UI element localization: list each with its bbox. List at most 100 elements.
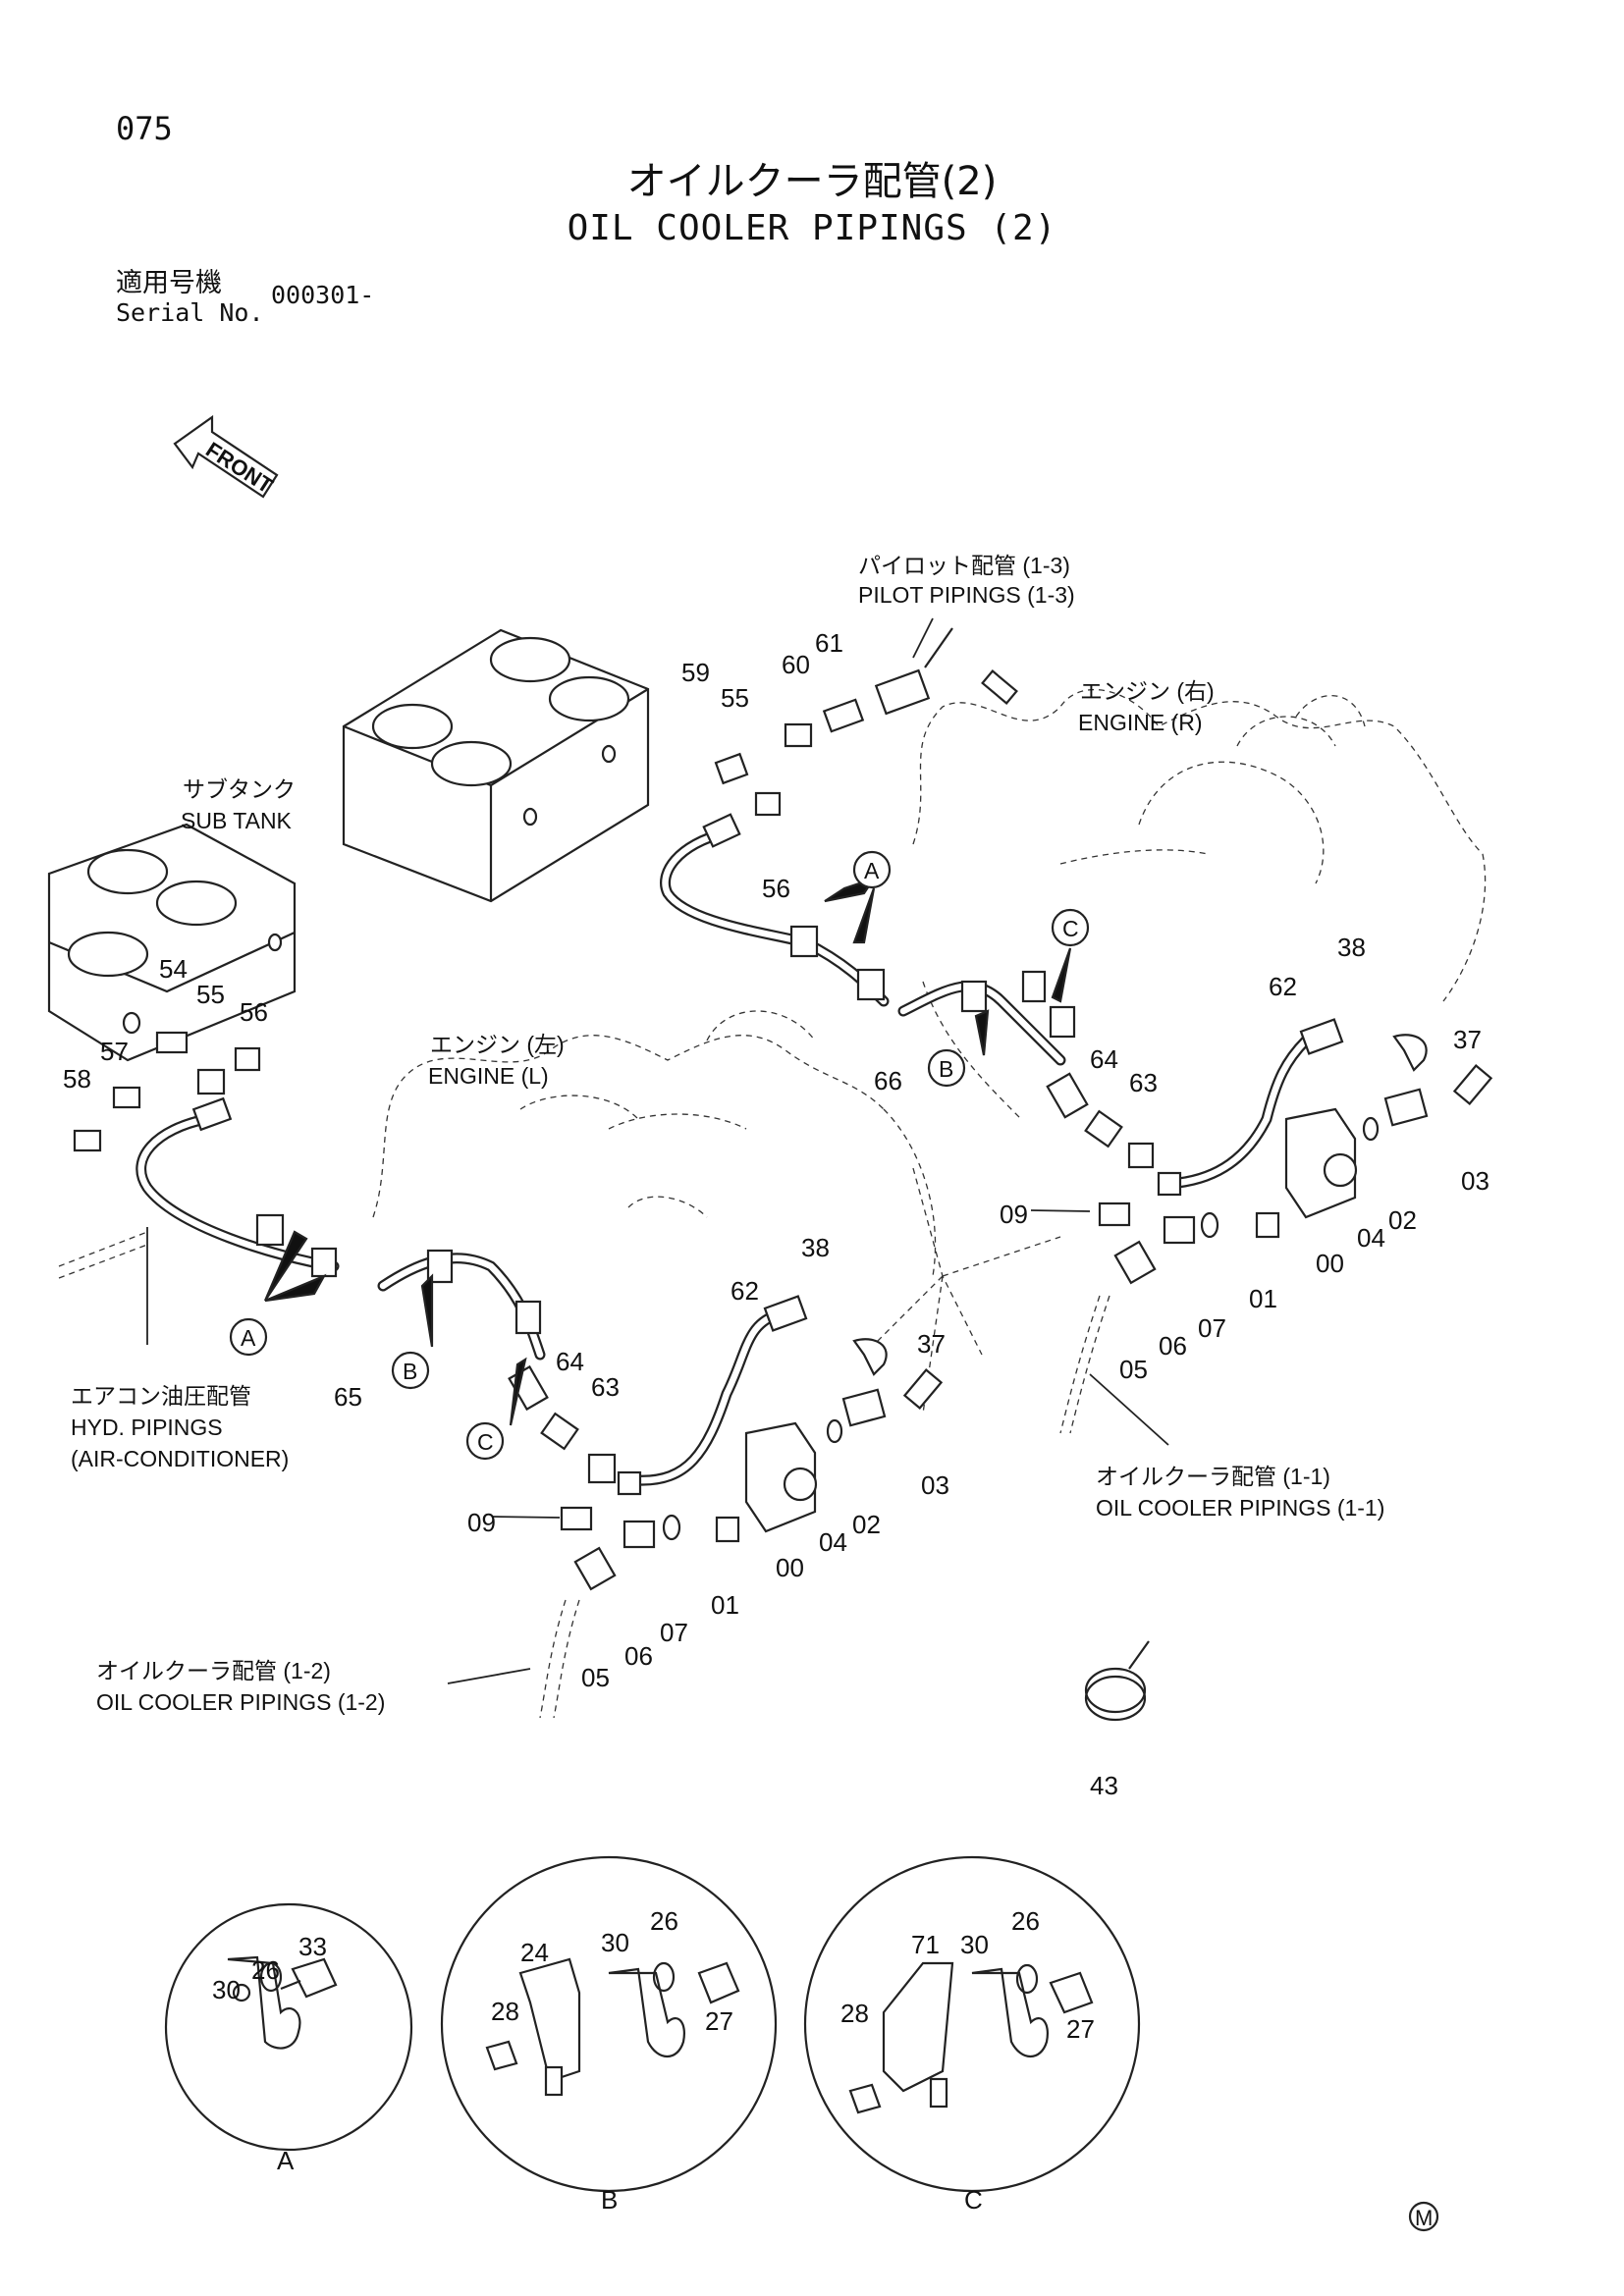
detail-c-part-number: 30 xyxy=(960,1930,989,1959)
part-number: 57 xyxy=(100,1037,129,1066)
detail-view-c: 28 71 30 26 27 C xyxy=(803,1855,1141,2215)
callout-a-label: A xyxy=(864,858,880,883)
part-number: 64 xyxy=(1090,1044,1118,1074)
oil-cooler-1-2-label-jp: オイルクーラ配管 (1-2) xyxy=(96,1658,331,1683)
callout-a-upper: A xyxy=(852,850,892,889)
callout-b-label: B xyxy=(939,1056,953,1082)
part-number: 06 xyxy=(1159,1331,1187,1361)
oil-cooler-1-1-label-jp: オイルクーラ配管 (1-1) xyxy=(1096,1464,1330,1489)
detail-c-part-number: 27 xyxy=(1066,2014,1095,2044)
part-number: 04 xyxy=(819,1527,847,1557)
cooling-fan-outline xyxy=(863,1167,1061,1415)
part-number: 01 xyxy=(711,1590,739,1620)
part-number: 63 xyxy=(1129,1068,1158,1097)
title-japanese: オイルクーラ配管(2) xyxy=(626,159,998,204)
part-number: 07 xyxy=(660,1618,688,1647)
part-number: 05 xyxy=(581,1663,610,1692)
part-numbers-upper: 59 55 60 61 56 66 62 38 37 64 63 03 02 0… xyxy=(681,628,1489,1384)
part-number: 66 xyxy=(874,1066,902,1095)
detail-b-part-number: 30 xyxy=(601,1928,629,1957)
front-arrow-icon: FRONT xyxy=(173,414,279,499)
serial-label-japanese: 適用号機 xyxy=(116,268,222,298)
part-number: 54 xyxy=(159,954,188,984)
callout-b-lower: B xyxy=(391,1351,430,1390)
detail-c-part-number: 26 xyxy=(1011,1906,1040,1936)
detail-c-part-number: 28 xyxy=(840,1999,869,2028)
detail-b-label: B xyxy=(601,2185,618,2215)
engine-left-label-jp: エンジン (左) xyxy=(430,1032,565,1057)
part-number: 02 xyxy=(852,1510,881,1539)
engine-left-label-en: ENGINE (L) xyxy=(428,1063,549,1089)
part-number: 63 xyxy=(591,1372,620,1402)
part-number: 61 xyxy=(815,628,843,658)
part-number: 09 xyxy=(467,1508,496,1537)
part-number: 03 xyxy=(921,1470,949,1500)
pilot-piping-label-jp: パイロット配管 (1-3) xyxy=(858,553,1070,578)
part-number: 62 xyxy=(1269,972,1297,1001)
sub-tank-label-jp: サブタンク xyxy=(183,776,296,802)
part-number: 58 xyxy=(63,1064,91,1094)
part-number: 01 xyxy=(1249,1284,1277,1313)
upper-pipe-assembly xyxy=(660,627,1493,1434)
detail-a-part-number: 30 xyxy=(212,1975,241,2004)
part-number: 38 xyxy=(1337,933,1366,962)
part-number: 02 xyxy=(1388,1205,1417,1235)
part-number: 56 xyxy=(240,997,268,1027)
detail-b-part-number: 24 xyxy=(520,1938,549,1967)
detail-a-part-number: 26 xyxy=(251,1955,280,1985)
lower-pipe-assembly xyxy=(58,1011,944,1719)
part-number: 62 xyxy=(731,1276,759,1306)
footer-mark-label: M xyxy=(1415,2206,1433,2230)
detail-c-part-number: 71 xyxy=(911,1930,940,1959)
hyd-piping-label-en: HYD. PIPINGS xyxy=(71,1415,223,1440)
detail-a-label: A xyxy=(277,2146,295,2175)
oil-cooler-1-1-label-en: OIL COOLER PIPINGS (1-1) xyxy=(1096,1495,1384,1521)
detail-view-a: 30 26 33 A xyxy=(164,1902,413,2175)
sub-tank-left xyxy=(47,823,297,1062)
sub-tank-label-en: SUB TANK xyxy=(181,808,293,833)
part-number: 59 xyxy=(681,658,710,687)
detail-b-part-number: 27 xyxy=(705,2006,733,2036)
leader-lines xyxy=(146,617,1169,1684)
part-number: 43 xyxy=(1090,1771,1118,1800)
callout-c-label: C xyxy=(1062,916,1079,941)
part-number: 64 xyxy=(556,1347,584,1376)
detail-a-part-number: 33 xyxy=(298,1932,327,1961)
part-number: 55 xyxy=(196,980,225,1009)
callout-b-upper: B xyxy=(927,1048,966,1088)
oil-cooler-1-2-label-en: OIL COOLER PIPINGS (1-2) xyxy=(96,1689,385,1715)
part-number: 06 xyxy=(624,1641,653,1671)
detail-c-label: C xyxy=(964,2185,983,2215)
pilot-piping-label-en: PILOT PIPINGS (1-3) xyxy=(858,582,1075,608)
part-number: 04 xyxy=(1357,1223,1385,1253)
callout-c-lower: C xyxy=(465,1421,505,1461)
callout-c-upper: C xyxy=(1051,908,1090,947)
serial-label-english: Serial No. xyxy=(116,298,264,327)
hyd-piping-label-jp: エアコン油圧配管 xyxy=(71,1383,251,1409)
part-number: 37 xyxy=(917,1329,946,1359)
part-number: 65 xyxy=(334,1382,362,1412)
part-number: 60 xyxy=(782,650,810,679)
part-number: 09 xyxy=(1000,1200,1028,1229)
part-number: 55 xyxy=(721,683,749,713)
engine-right-label-jp: エンジン (右) xyxy=(1080,678,1215,704)
part-numbers-lower: 54 55 56 57 58 65 38 62 37 64 63 03 02 0… xyxy=(63,954,1118,1800)
part-number: 00 xyxy=(776,1553,804,1582)
engine-right-outline xyxy=(912,688,1487,1120)
serial-value: 000301- xyxy=(271,281,375,309)
footer-m-mark-icon: M xyxy=(1408,2201,1439,2232)
part-number: 07 xyxy=(1198,1313,1226,1343)
hose-clamp-43 xyxy=(1084,1640,1150,1722)
detail-b-part-number: 26 xyxy=(650,1906,678,1936)
part-number: 37 xyxy=(1453,1025,1482,1054)
detail-view-b: 28 24 30 26 27 B xyxy=(440,1855,778,2215)
part-number: 05 xyxy=(1119,1355,1148,1384)
callout-c-label: C xyxy=(477,1429,494,1455)
engine-left-outline xyxy=(372,1010,937,1277)
part-number: 38 xyxy=(801,1233,830,1262)
part-number: 03 xyxy=(1461,1166,1489,1196)
detail-b-part-number: 28 xyxy=(491,1997,519,2026)
hyd-piping-label-en-2: (AIR-CONDITIONER) xyxy=(71,1446,289,1471)
title-english: OIL COOLER PIPINGS (2) xyxy=(567,208,1057,248)
